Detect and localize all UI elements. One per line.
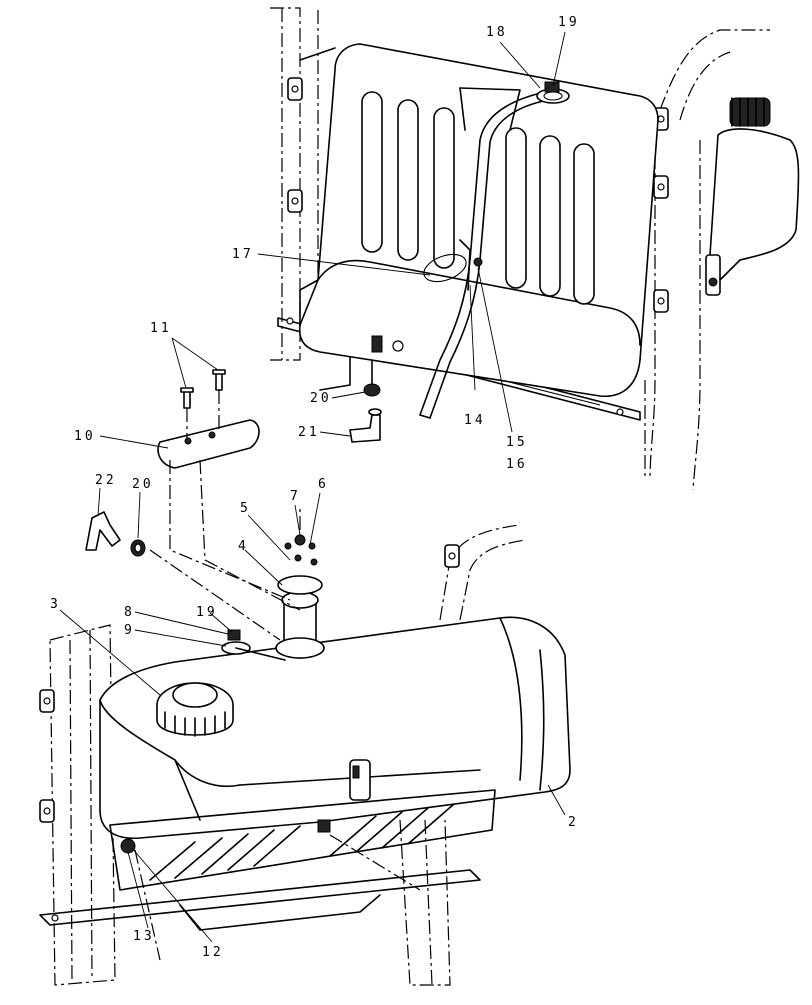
callout-21: 21 — [298, 425, 320, 440]
callout-16: 16 — [506, 457, 528, 472]
callout-14: 14 — [464, 413, 486, 428]
callout-11: 11 — [150, 321, 172, 336]
callout-22: 22 — [95, 473, 117, 488]
callout-6: 6 — [318, 477, 329, 492]
fitting-20-upper — [363, 359, 381, 397]
fitting-20-lower — [130, 539, 146, 557]
vent-hose — [419, 91, 549, 419]
tank-ribs — [361, 91, 595, 305]
lower-right-frame-rail — [399, 524, 526, 986]
callout-19-upper: 19 — [558, 15, 580, 30]
heat-shield — [157, 419, 260, 469]
callout-13: 13 — [133, 929, 155, 944]
callout-10: 10 — [74, 429, 96, 444]
callout-5: 5 — [240, 501, 251, 516]
callout-18: 18 — [486, 25, 508, 40]
lower-mounting-plate — [39, 869, 481, 931]
callout-20-lower: 20 — [132, 477, 154, 492]
lower-tank-ribs — [149, 803, 455, 881]
elbow-21 — [349, 408, 382, 443]
leader-lines — [59, 31, 566, 943]
lower-vent-cap — [221, 629, 286, 661]
callout-17: 17 — [232, 247, 254, 262]
callout-19-lower: 19 — [196, 605, 218, 620]
assembly-centerlines — [134, 390, 421, 961]
callout-15: 15 — [506, 435, 528, 450]
upper-tank-shell — [298, 43, 659, 398]
upper-filler-neck — [705, 97, 800, 296]
sender-opening — [275, 637, 325, 659]
callout-12: 12 — [202, 945, 224, 960]
callout-3: 3 — [50, 597, 61, 612]
callout-labels: 18 19 17 14 15 16 11 20 21 10 22 20 7 6 … — [50, 15, 580, 960]
lower-tank-assembly — [39, 369, 571, 986]
elbow-22 — [85, 511, 121, 551]
callout-9: 9 — [124, 623, 135, 638]
callout-2: 2 — [568, 815, 579, 830]
callout-7: 7 — [290, 489, 301, 504]
filler-cap — [156, 682, 234, 737]
lower-tank-body — [99, 616, 571, 891]
callout-8: 8 — [124, 605, 135, 620]
upper-left-frame-rail — [270, 7, 336, 361]
callout-20-upper: 20 — [310, 391, 332, 406]
upper-vent-cap — [536, 81, 570, 104]
callout-4: 4 — [238, 539, 249, 554]
upper-tank-assembly — [270, 7, 800, 491]
